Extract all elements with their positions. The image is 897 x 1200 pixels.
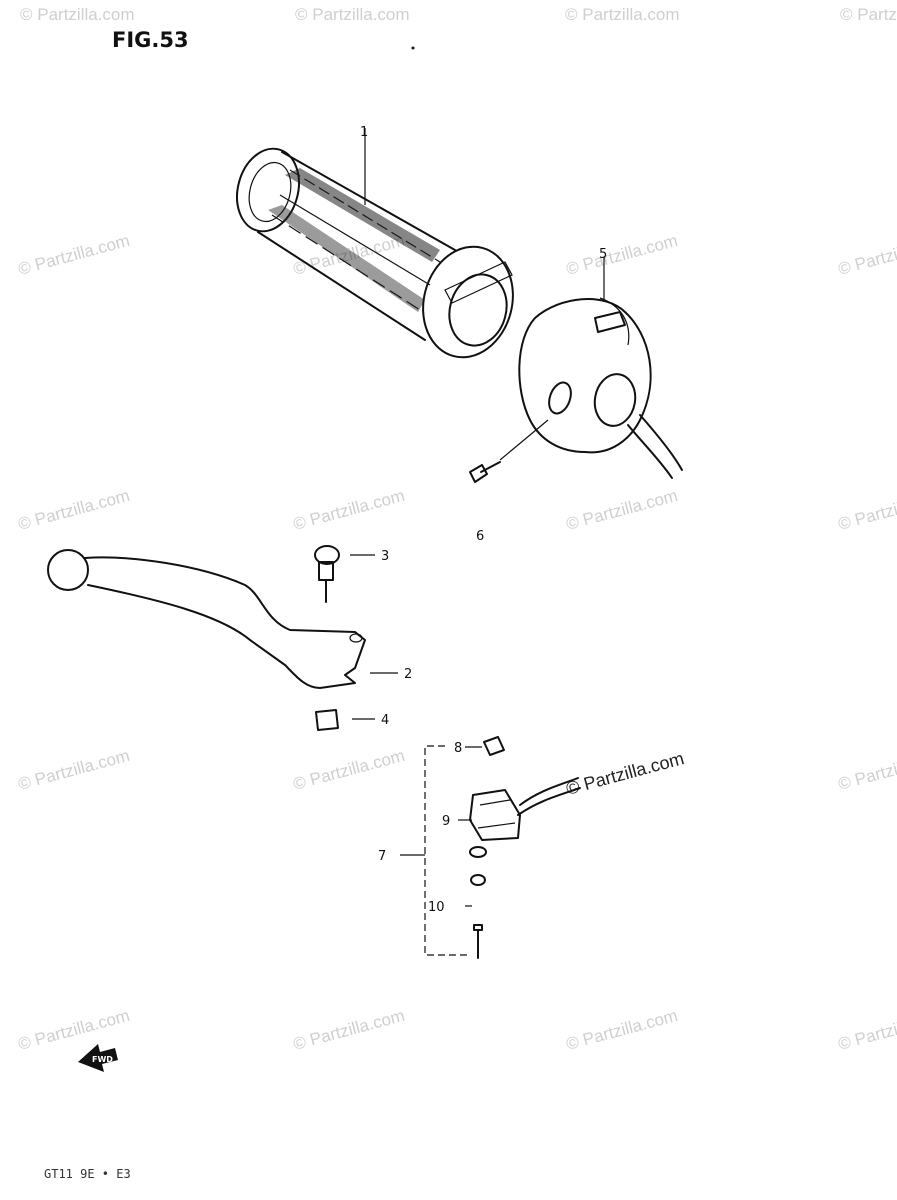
- watermark: © Partzilla.com: [836, 486, 897, 534]
- watermark-highlight: © Partzilla.com: [564, 748, 686, 799]
- direction-label: FWD: [92, 1055, 113, 1064]
- watermark: © Partzilla.com: [16, 1006, 132, 1054]
- watermark: © Partzilla.com: [291, 1006, 407, 1054]
- watermark: © Partzilla.com: [836, 231, 897, 279]
- watermark: © Partzilla.com: [16, 746, 132, 794]
- watermark: © Partzilla.com: [564, 231, 680, 279]
- watermark-layer: © Partzilla.com © Partzilla.com © Partzi…: [16, 5, 897, 1054]
- forward-arrow-icon: FWD: [78, 1044, 118, 1072]
- callout-5: 5: [599, 247, 607, 262]
- figure-title: FIG.53: [112, 28, 189, 52]
- watermark: © Partzilla.com: [295, 5, 410, 24]
- watermark: © Partzilla.com: [16, 486, 132, 534]
- part-6-screw: 6: [469, 419, 549, 544]
- callout-1: 1: [360, 125, 368, 140]
- part-2-lever: 2: [47, 549, 412, 689]
- watermark: © Partzilla.com: [20, 5, 135, 24]
- callout-6: 6: [476, 529, 484, 544]
- figure-code: GT11 9E • E3: [44, 1167, 131, 1181]
- callout-8: 8: [454, 741, 462, 756]
- watermark: © Partzilla.com: [291, 486, 407, 534]
- part-7-switch-assembly: 7 8 9 10: [378, 736, 581, 959]
- callout-3: 3: [381, 549, 389, 564]
- watermark: © Partzilla.com: [565, 5, 680, 24]
- watermark: © Partzilla.com: [564, 1006, 680, 1054]
- watermark: © Partzilla.com: [16, 231, 132, 279]
- part-3-bolt: 3: [314, 545, 389, 603]
- watermark: © Partzilla.com: [840, 5, 897, 24]
- callout-9: 9: [442, 814, 450, 829]
- speck: [411, 46, 415, 50]
- callout-4: 4: [381, 713, 389, 728]
- callout-2: 2: [404, 667, 412, 682]
- watermark: © Partzilla.com: [291, 746, 407, 794]
- callout-10: 10: [428, 900, 445, 915]
- watermark: © Partzilla.com: [564, 486, 680, 534]
- watermark: © Partzilla.com: [836, 1006, 897, 1054]
- callout-7: 7: [378, 849, 386, 864]
- watermark: © Partzilla.com: [836, 746, 897, 794]
- part-5-switch-housing: 5: [518, 247, 683, 479]
- part-1-grip: 1: [236, 125, 514, 359]
- part-4-nut: 4: [315, 709, 389, 731]
